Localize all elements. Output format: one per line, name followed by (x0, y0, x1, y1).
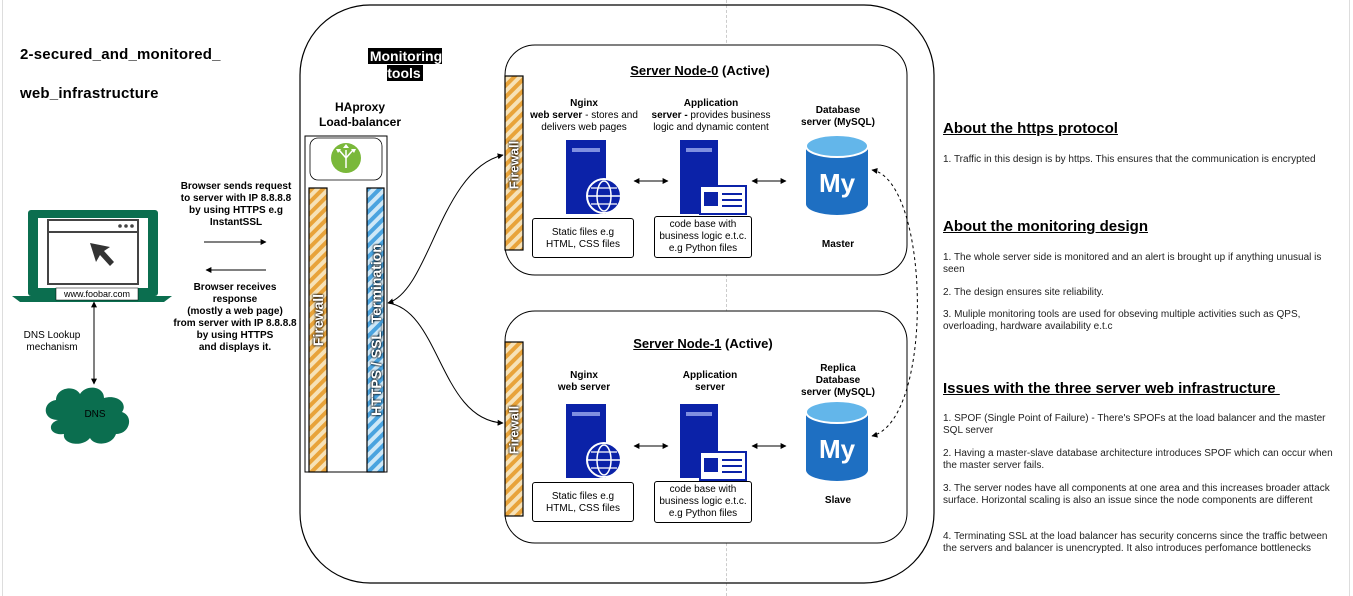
node1-title: Server Node-1 (Active) (563, 336, 843, 351)
page-title-line1: 2-secured_and_monitored_ (20, 46, 221, 63)
node1-firewall-bar (504, 341, 524, 517)
issues-item-1: 1. SPOF (Single Point of Failure) - Ther… (943, 413, 1326, 436)
node0-nginx-title: Nginx (570, 98, 598, 109)
app-server-icon (680, 404, 747, 481)
node0-app-label: Application server - provides business l… (640, 98, 782, 134)
node1-db-role: Slave (824, 495, 852, 506)
node0-db-label: Database server (MySQL) (801, 105, 875, 128)
node0-nginx-desc: web server - stores and delivers web pag… (524, 110, 644, 134)
node1-nginx-label: Nginx web server (557, 370, 611, 393)
node0-firewall-bar (504, 75, 524, 251)
replication-connector (871, 167, 918, 438)
page-divider-left (2, 0, 3, 596)
issues-section-title: Issues with the three server web infrast… (943, 380, 1280, 397)
dns-cloud-icon (45, 387, 130, 444)
monitoring-tools-text: Monitoring tools (367, 48, 443, 81)
page-divider-mid (726, 0, 727, 596)
node0-title: Server Node-0 (Active) (560, 63, 840, 78)
app-server-icon (680, 140, 747, 215)
globe-icon (586, 178, 622, 214)
issues-item-3: 3. The server nodes have all components … (943, 483, 1330, 506)
lb-to-node0-connector (387, 153, 504, 305)
node0-db-role: Master (821, 239, 855, 250)
node0-app-desc-rest: provides business logic and dynamic cont… (653, 110, 771, 133)
lb-firewall-label: Firewall (310, 293, 326, 347)
node0-app-desc-bold: server - (651, 110, 688, 121)
mysql-icon: My (805, 134, 869, 215)
issues-item-2: 2. Having a master-slave database archit… (943, 448, 1333, 471)
monitoring-item-2: 2. The design ensures site reliability. (943, 287, 1104, 298)
haproxy-label: HAproxy Load-balancer (318, 100, 402, 129)
node0-static-files-box: Static files e.g HTML, CSS files (532, 218, 634, 258)
firewall-icon (308, 187, 328, 473)
node1-db-label: Replica Database server (MySQL) (801, 363, 875, 398)
node0-title-prefix: Server Node-0 (630, 63, 719, 78)
laptop-icon (12, 210, 172, 302)
lb-to-node1-connector (387, 302, 504, 426)
ssl-termination-bar (366, 187, 385, 473)
dns-lookup-label: DNS Lookup mechanism (23, 330, 81, 353)
page-title-line2: web_infrastructure (20, 85, 159, 102)
ssl-termination-label: HTTPS / SSL_Termination (368, 244, 384, 416)
node1-title-prefix: Server Node-1 (633, 336, 722, 351)
globe-icon (586, 442, 622, 478)
node0-title-suffix: (Active) (718, 63, 770, 78)
node1-static-files-box: Static files e.g HTML, CSS files (532, 482, 634, 522)
url-label: www.foobar.com (63, 289, 131, 299)
node0-nginx-desc-rest: - stores and delivers web pages (541, 110, 638, 133)
node0-app-desc: server - provides business logic and dyn… (640, 110, 782, 134)
mysql-icon: My (805, 400, 869, 481)
node1-title-suffix: (Active) (721, 336, 773, 351)
dns-label: DNS (84, 409, 106, 420)
node0-nginx-desc-bold: web server (530, 110, 583, 121)
monitoring-item-3: 3. Muliple monitoring tools are used for… (943, 309, 1301, 332)
load-balancer-icon (331, 143, 361, 173)
monitoring-container (299, 4, 935, 584)
node0-nginx-label: Nginx web server - stores and delivers w… (524, 98, 644, 134)
response-text: Browser receives response (mostly a web … (173, 282, 297, 353)
page-divider-right (1349, 0, 1350, 596)
cursor-icon (90, 243, 114, 266)
request-text: Browser sends request to server with IP … (180, 181, 292, 228)
node1-app-label: Application server (682, 370, 738, 393)
https-section-title: About the https protocol (943, 120, 1118, 137)
svg-text:My: My (819, 434, 856, 464)
issues-item-4: 4. Terminating SSL at the load balancer … (943, 531, 1328, 554)
monitoring-tools-label: Monitoring tools (364, 31, 446, 82)
node0-code-base-box: code base with business logic e.t.c. e.g… (654, 216, 752, 258)
monitoring-section-title: About the monitoring design (943, 218, 1148, 235)
https-item-1: 1. Traffic in this design is by https. T… (943, 154, 1316, 165)
node0-app-title: Application (683, 98, 739, 109)
svg-text:My: My (819, 168, 856, 198)
monitoring-item-1: 1. The whole server side is monitored an… (943, 252, 1322, 275)
node1-firewall-label: Firewall (506, 405, 522, 455)
node1-code-base-box: code base with business logic e.t.c. e.g… (654, 481, 752, 523)
node0-firewall-label: Firewall (506, 140, 522, 190)
